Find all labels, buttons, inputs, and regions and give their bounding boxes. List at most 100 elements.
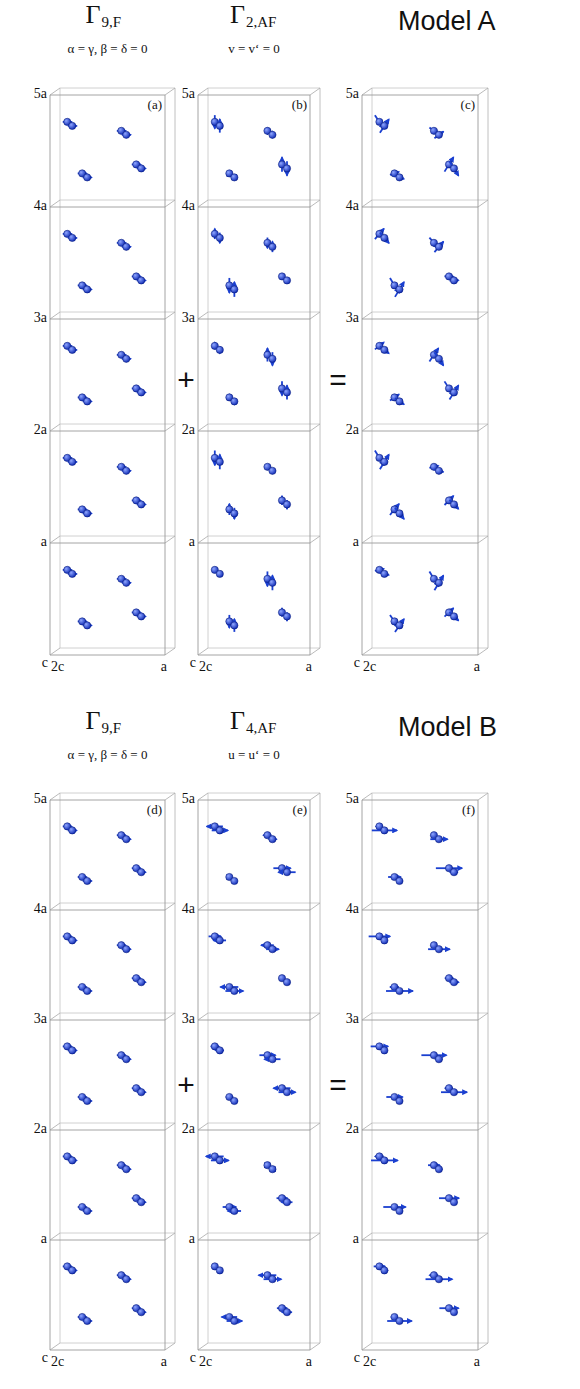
cell-edge	[50, 312, 60, 319]
cell-edge	[362, 319, 478, 320]
spin-arrow	[380, 346, 389, 353]
unit-cell-stack	[362, 88, 488, 655]
atom-sphere	[381, 234, 388, 241]
axis-tick-label: 5a	[182, 792, 195, 806]
atom-sphere	[283, 1199, 290, 1206]
cell-edge	[60, 1233, 175, 1234]
panel-letter: (b)	[292, 98, 307, 111]
cell-edge	[60, 1343, 175, 1344]
cell-edge	[362, 88, 372, 95]
cell-edge	[198, 95, 199, 655]
cell-edge	[208, 1013, 320, 1014]
cell-edge	[198, 910, 310, 911]
atom-sphere	[269, 131, 276, 138]
atom-sphere	[283, 613, 290, 620]
cell-edge	[208, 1123, 320, 1124]
atom-sphere	[283, 501, 290, 508]
cell-edge	[208, 88, 320, 89]
cell-edge	[372, 793, 488, 794]
axis-label: 2c	[199, 1355, 212, 1369]
atom-sphere	[216, 234, 223, 241]
cell-edge	[362, 648, 372, 655]
cell-edge	[198, 1020, 310, 1021]
atom-sphere	[138, 389, 145, 396]
cell-edge	[362, 1020, 478, 1021]
cell-edge	[310, 800, 311, 1350]
cell-edge	[165, 95, 166, 655]
cell-edge	[310, 312, 320, 319]
cell-edge	[198, 800, 199, 1350]
cell-edge	[50, 1350, 165, 1351]
atom-sphere	[269, 946, 276, 953]
cell-edge	[198, 536, 208, 543]
atom-sphere	[138, 869, 145, 876]
cell-edge	[50, 1123, 60, 1130]
operator-sign: =	[329, 1070, 347, 1100]
cell-edge	[478, 95, 479, 655]
parameter-condition: α = γ, β = δ = 0	[68, 748, 148, 761]
cell-edge	[320, 88, 321, 648]
cell-edge	[372, 200, 488, 201]
cell-edge	[50, 1240, 165, 1241]
atom-sphere	[381, 458, 388, 465]
cell-edge	[208, 424, 320, 425]
atom-sphere	[138, 979, 145, 986]
cell-edge	[198, 1123, 208, 1130]
atom-sphere	[269, 836, 276, 843]
atom-sphere	[435, 836, 442, 843]
cell-edge	[198, 793, 208, 800]
atom-sphere	[138, 1199, 145, 1206]
atom-sphere	[396, 174, 403, 181]
axis-tick-label: 5a	[34, 792, 47, 806]
atom-sphere	[435, 946, 442, 953]
axis-tick-label: 2a	[182, 423, 195, 437]
cell-edge	[362, 312, 372, 319]
cell-edge	[198, 200, 208, 207]
atom-sphere	[216, 1047, 223, 1054]
atom-sphere	[381, 827, 388, 834]
cell-edge	[50, 655, 165, 656]
cell-edge	[362, 793, 372, 800]
panel-letter: (c)	[461, 98, 475, 111]
axis-label: 2c	[363, 1355, 376, 1369]
cell-edge	[478, 424, 488, 431]
cell-edge	[165, 1343, 175, 1350]
atom-sphere	[381, 937, 388, 944]
axis-tick-label: 3a	[346, 311, 359, 325]
cell-edge	[488, 793, 489, 1343]
cell-edge	[362, 903, 372, 910]
model-title: Model B	[398, 714, 497, 741]
cell-edge	[198, 95, 310, 96]
representation-symbol: Γ	[86, 2, 101, 28]
cell-edge	[165, 648, 175, 655]
spin-arrow	[380, 454, 389, 469]
cell-edge	[478, 1013, 488, 1020]
cell-edge	[165, 903, 175, 910]
atom-sphere	[396, 510, 403, 517]
atom-sphere	[381, 1047, 388, 1054]
cell-edge	[372, 536, 488, 537]
cell-edge	[198, 1013, 208, 1020]
cell-edge	[60, 903, 175, 904]
atom-sphere	[435, 1276, 442, 1283]
cell-edge	[310, 1233, 320, 1240]
atom-sphere	[269, 1056, 276, 1063]
axis-tick-label: 4a	[346, 902, 359, 916]
cell-edge	[310, 424, 320, 431]
cell-edge	[165, 200, 175, 207]
operator-sign: =	[329, 365, 347, 395]
cell-edge	[50, 1130, 165, 1131]
atom-sphere	[138, 501, 145, 508]
cell-edge	[50, 95, 51, 655]
atom-sphere	[84, 1207, 91, 1214]
axis-label: 2c	[51, 1355, 64, 1369]
atom-sphere	[283, 1089, 290, 1096]
atom-sphere	[69, 458, 76, 465]
cell-edge	[208, 536, 320, 537]
cell-edge	[198, 1130, 310, 1131]
cell-edge	[50, 903, 60, 910]
representation-subscript: 4,AF	[246, 721, 276, 736]
cell-edge	[372, 1123, 488, 1124]
cell-edge	[310, 1013, 320, 1020]
